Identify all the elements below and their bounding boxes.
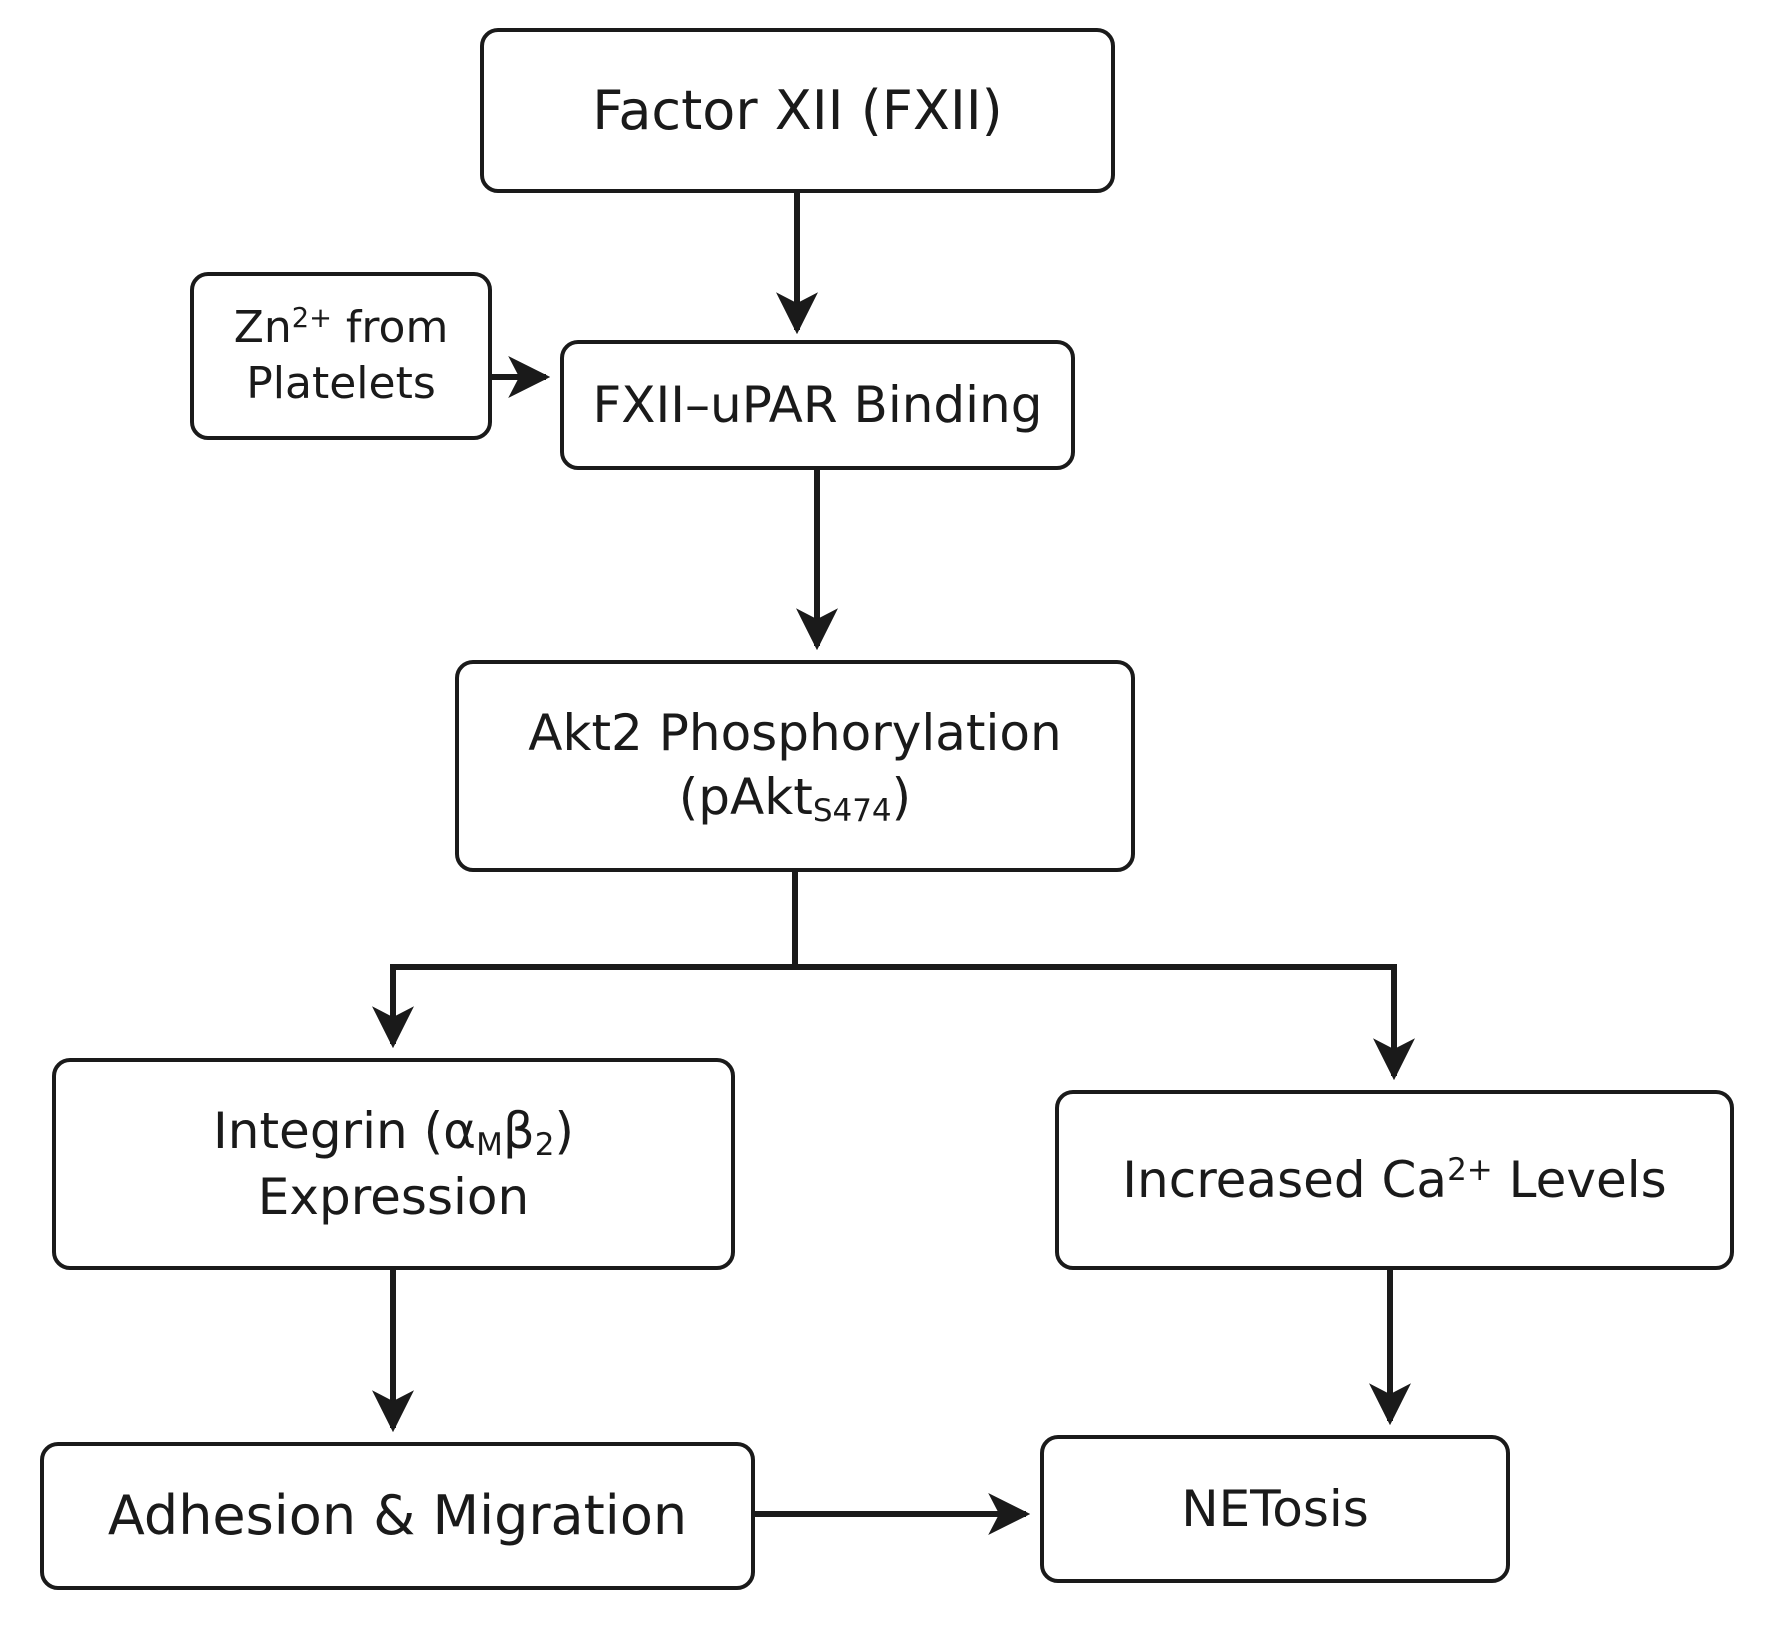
integrin-line1-pre: Integrin (	[213, 1101, 444, 1160]
ca-post: Levels	[1492, 1151, 1667, 1209]
ca-charge-superscript: 2+	[1447, 1151, 1493, 1188]
node-akt2-phosphorylation-label: Akt2 Phosphorylation (pAktS474)	[528, 701, 1061, 831]
node-factor-xii-label: Factor XII (FXII)	[592, 78, 1003, 142]
akt2-residue-subscript: S474	[812, 792, 892, 829]
integrin-line1-post: )	[554, 1101, 574, 1160]
integrin-beta: β	[502, 1101, 535, 1160]
node-adhesion-migration: Adhesion & Migration	[40, 1442, 755, 1590]
akt2-line2-pre: (pAkt	[678, 767, 813, 826]
akt2-line1: Akt2 Phosphorylation	[528, 703, 1062, 762]
node-netosis: NETosis	[1040, 1435, 1510, 1583]
node-fxii-upar-binding-label: FXII–uPAR Binding	[592, 376, 1043, 434]
node-adhesion-migration-label: Adhesion & Migration	[107, 1484, 688, 1548]
node-integrin-expression-label: Integrin (αMβ2) Expression	[213, 1099, 574, 1229]
zn-line2: Platelets	[246, 358, 436, 409]
node-netosis-label: NETosis	[1181, 1480, 1369, 1538]
integrin-beta-subscript: 2	[534, 1126, 555, 1163]
node-increased-ca-levels-label: Increased Ca2+ Levels	[1122, 1148, 1666, 1212]
ca-pre: Increased Ca	[1122, 1151, 1448, 1209]
akt2-line2-post: )	[891, 767, 912, 826]
integrin-alpha: α	[443, 1101, 477, 1160]
node-zn-from-platelets-label: Zn2+ from Platelets	[234, 300, 449, 413]
node-zn-from-platelets: Zn2+ from Platelets	[190, 272, 492, 440]
node-akt2-phosphorylation: Akt2 Phosphorylation (pAktS474)	[455, 660, 1135, 872]
zn-symbol: Zn	[233, 301, 292, 353]
node-increased-ca-levels: Increased Ca2+ Levels	[1055, 1090, 1734, 1270]
node-factor-xii: Factor XII (FXII)	[480, 28, 1115, 193]
zn-line1-rest: from	[331, 301, 449, 353]
integrin-line2: Expression	[257, 1168, 530, 1227]
integrin-alpha-subscript: M	[476, 1126, 503, 1163]
node-fxii-upar-binding: FXII–uPAR Binding	[560, 340, 1075, 470]
node-integrin-expression: Integrin (αMβ2) Expression	[52, 1058, 735, 1270]
zn-charge-superscript: 2+	[291, 302, 332, 334]
